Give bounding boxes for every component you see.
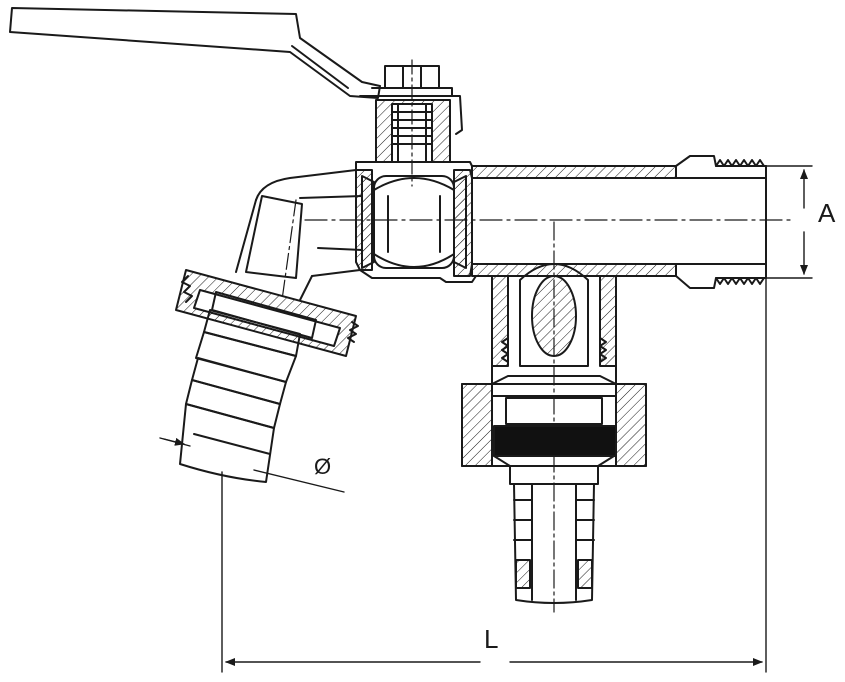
dimension-a	[765, 165, 813, 279]
lower-hose-tail	[509, 465, 599, 604]
dimension-l	[221, 277, 767, 673]
check-ball	[501, 263, 607, 367]
lever-handle	[9, 7, 381, 99]
dimension-label-diameter: Ø	[314, 454, 331, 479]
angled-spout	[235, 195, 313, 301]
dimension-label-l: L	[484, 624, 498, 654]
dimension-label-a: A	[818, 198, 836, 228]
hose-union-nut	[175, 269, 359, 357]
stem-assembly	[359, 59, 463, 187]
lower-union-nut	[461, 375, 647, 467]
valve-body	[255, 155, 767, 289]
dimension-diameter	[159, 437, 345, 493]
hose-barb-tail	[179, 291, 317, 483]
